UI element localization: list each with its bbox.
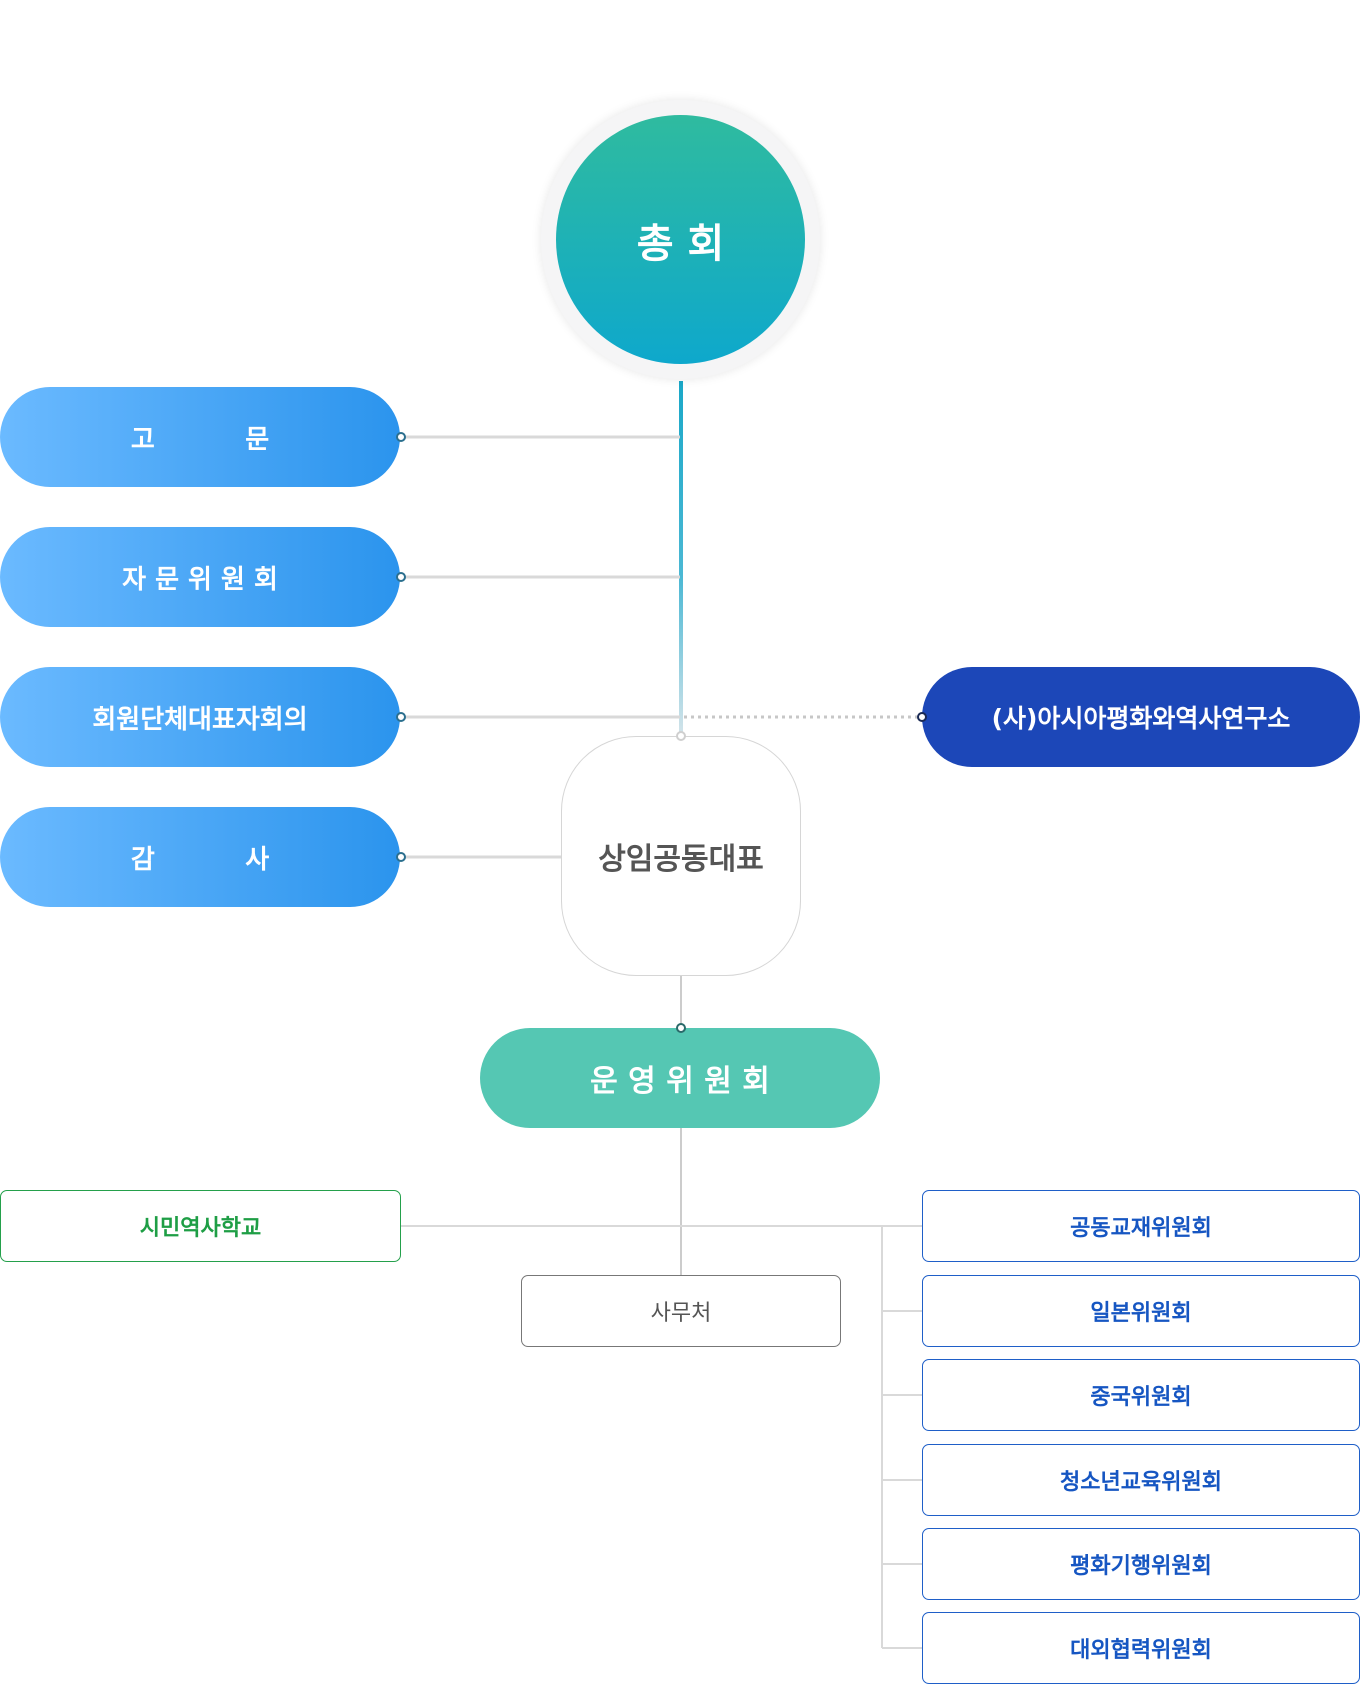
peace-tour-committee-node: 평화기행위원회 xyxy=(922,1528,1360,1600)
joint-textbook-committee-label: 공동교재위원회 xyxy=(1070,1216,1212,1241)
connector-dot-committee xyxy=(676,1023,686,1033)
external-cooperation-committee-node: 대외협력위원회 xyxy=(922,1612,1360,1684)
representatives-meeting-node: 회원단체대표자회의 xyxy=(0,667,400,767)
general-assembly-node: 총 회 xyxy=(556,115,805,364)
affiliate-institute-node: (사)아시아평화와역사연구소 xyxy=(922,667,1360,767)
youth-education-committee-node: 청소년교육위원회 xyxy=(922,1444,1360,1516)
affiliate-institute-label: (사)아시아평화와역사연구소 xyxy=(991,704,1291,733)
standing-co-representative-label: 상임공동대표 xyxy=(598,842,764,877)
general-assembly-label: 총 회 xyxy=(636,220,725,267)
citizen-history-school-node: 시민역사학교 xyxy=(0,1190,401,1262)
external-cooperation-committee-label: 대외협력위원회 xyxy=(1070,1638,1212,1663)
japan-committee-node: 일본위원회 xyxy=(922,1275,1360,1347)
connector-dot-auditor xyxy=(396,852,406,862)
connector-dot-center xyxy=(676,731,686,741)
china-committee-label: 중국위원회 xyxy=(1090,1385,1192,1410)
secretariat-label: 사무처 xyxy=(650,1301,712,1326)
steering-committee-node: 운 영 위 원 회 xyxy=(480,1028,880,1128)
connector-dot-representatives xyxy=(396,712,406,722)
secretariat-node: 사무처 xyxy=(521,1275,841,1347)
peace-tour-committee-label: 평화기행위원회 xyxy=(1070,1554,1212,1579)
connector-dot-advisor xyxy=(396,432,406,442)
japan-committee-label: 일본위원회 xyxy=(1090,1301,1192,1326)
connector-dot-affiliate xyxy=(917,712,927,722)
advisor-node: 고 문 xyxy=(0,387,400,487)
youth-education-committee-label: 청소년교육위원회 xyxy=(1060,1470,1222,1495)
steering-committee-label: 운 영 위 원 회 xyxy=(590,1064,770,1099)
auditor-node: 감 사 xyxy=(0,807,400,907)
advisory-committee-node: 자 문 위 원 회 xyxy=(0,527,400,627)
china-committee-node: 중국위원회 xyxy=(922,1359,1360,1431)
connector-dot-advisory-committee xyxy=(396,572,406,582)
advisor-label: 고 문 xyxy=(130,424,270,455)
representatives-meeting-label: 회원단체대표자회의 xyxy=(92,704,308,735)
citizen-history-school-label: 시민역사학교 xyxy=(139,1216,262,1241)
main-stem-line xyxy=(679,381,683,736)
auditor-label: 감 사 xyxy=(130,844,270,875)
standing-co-representative-node: 상임공동대표 xyxy=(561,736,801,976)
advisory-committee-label: 자 문 위 원 회 xyxy=(122,564,278,595)
joint-textbook-committee-node: 공동교재위원회 xyxy=(922,1190,1360,1262)
